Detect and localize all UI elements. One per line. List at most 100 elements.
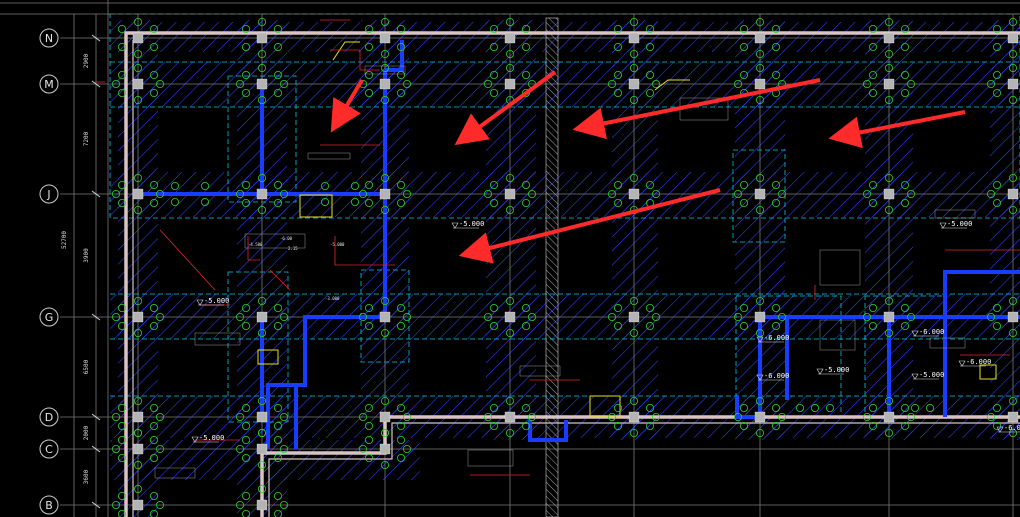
pile-circle: [522, 43, 531, 52]
pile-circle: [489, 71, 498, 80]
pile-circle: [901, 43, 910, 52]
markup-arrow: [330, 78, 364, 133]
pile-circle: [380, 205, 389, 214]
pile-circle: [993, 421, 1002, 430]
pile-circle: [155, 189, 164, 198]
markup-arrow: [458, 188, 721, 264]
pile-circle: [869, 403, 878, 412]
pile-circle: [885, 428, 894, 437]
pile-circle: [869, 303, 878, 312]
pile-circle: [646, 403, 655, 412]
column: [754, 311, 766, 323]
pile-cap: [235, 64, 288, 105]
column: [628, 78, 640, 90]
pile-circle: [646, 180, 655, 189]
pile-circle: [993, 180, 1002, 189]
pile-circle: [614, 24, 623, 33]
pile-circle: [772, 321, 781, 330]
column: [628, 311, 640, 323]
pile-circle: [772, 71, 781, 80]
dimension-tick: [91, 190, 101, 198]
pile-circle: [993, 403, 1002, 412]
dimension-tick: [91, 80, 101, 88]
pile-circle: [364, 71, 373, 80]
elevation-tag: -5.000: [451, 220, 484, 229]
elevation-value: -6.000: [1004, 424, 1020, 432]
spacing-dimension: 6500: [83, 359, 90, 374]
pile-circle: [987, 80, 996, 89]
pile-circle: [364, 198, 373, 207]
pile-circle: [402, 189, 411, 198]
pile-circle: [630, 96, 639, 105]
pile-circle: [273, 321, 282, 330]
pile-cap: [614, 17, 655, 59]
pile-circle: [608, 80, 617, 89]
axis-bubble-circle: [39, 439, 59, 459]
pile-circle: [133, 484, 142, 493]
axis-bubble-j: J: [39, 184, 59, 204]
pile-circle: [734, 80, 743, 89]
pile-circle: [396, 421, 405, 430]
pile-circle: [646, 71, 655, 80]
elevation-tag: -5.000: [816, 366, 849, 375]
pile-circle: [987, 412, 996, 421]
column: [256, 311, 268, 323]
pile-circle: [118, 198, 127, 207]
pile-circle: [756, 17, 765, 26]
pile-circle: [652, 412, 661, 421]
pile-cap: [863, 64, 916, 105]
pile-circle: [646, 43, 655, 52]
pile-circle: [489, 43, 498, 52]
pipe-run: [528, 420, 568, 442]
axis-bubble-circle: [39, 184, 59, 204]
note-value: -5.000: [330, 242, 345, 247]
axis-label: M: [44, 78, 54, 91]
pile-circle: [907, 412, 916, 421]
axis-label: N: [45, 32, 53, 45]
pile-circle: [489, 89, 498, 98]
elevation-triangle-icon: [756, 374, 764, 381]
pile-circle: [993, 198, 1002, 207]
pile-circle: [200, 181, 209, 190]
pile-circle: [885, 96, 894, 105]
pile-circle: [756, 205, 765, 214]
pile-circle: [273, 491, 282, 500]
pile-circle: [112, 189, 121, 198]
pile-cap: [863, 396, 916, 437]
pile-circle: [528, 189, 537, 198]
pile-circle: [358, 444, 367, 453]
pile-circle: [273, 453, 282, 462]
pile-circle: [149, 180, 158, 189]
pile-circle: [118, 43, 127, 52]
pile-circle: [118, 180, 127, 189]
red-leader: [334, 236, 395, 266]
pile-circle: [734, 189, 743, 198]
pile-cap: [987, 396, 1019, 437]
pile-circle: [257, 428, 266, 437]
pile-circle: [522, 421, 531, 430]
column: [504, 311, 516, 323]
axis-bubble-circle: [39, 495, 59, 515]
pile-circle: [772, 198, 781, 207]
pile-circle: [396, 89, 405, 98]
pile-circle: [133, 64, 142, 73]
pile-circle: [273, 198, 282, 207]
pile-circle: [646, 303, 655, 312]
pile-circle: [257, 328, 266, 337]
pile-circle: [901, 303, 910, 312]
spacing-dimension: 3900: [83, 248, 90, 263]
pile-cap: [987, 173, 1019, 214]
note-box: [467, 449, 514, 467]
dimension-tick: [91, 501, 101, 509]
axis-label: B: [45, 499, 53, 512]
pile-circle: [402, 80, 411, 89]
pile-circle: [235, 500, 244, 509]
wall-outline-upper: [124, 31, 1020, 517]
axis-bubble-circle: [39, 74, 59, 94]
pipe-run: [943, 270, 1020, 417]
pile-circle: [740, 403, 749, 412]
pile-circle: [380, 328, 389, 337]
pile-circle: [483, 412, 492, 421]
pile-circle: [273, 71, 282, 80]
